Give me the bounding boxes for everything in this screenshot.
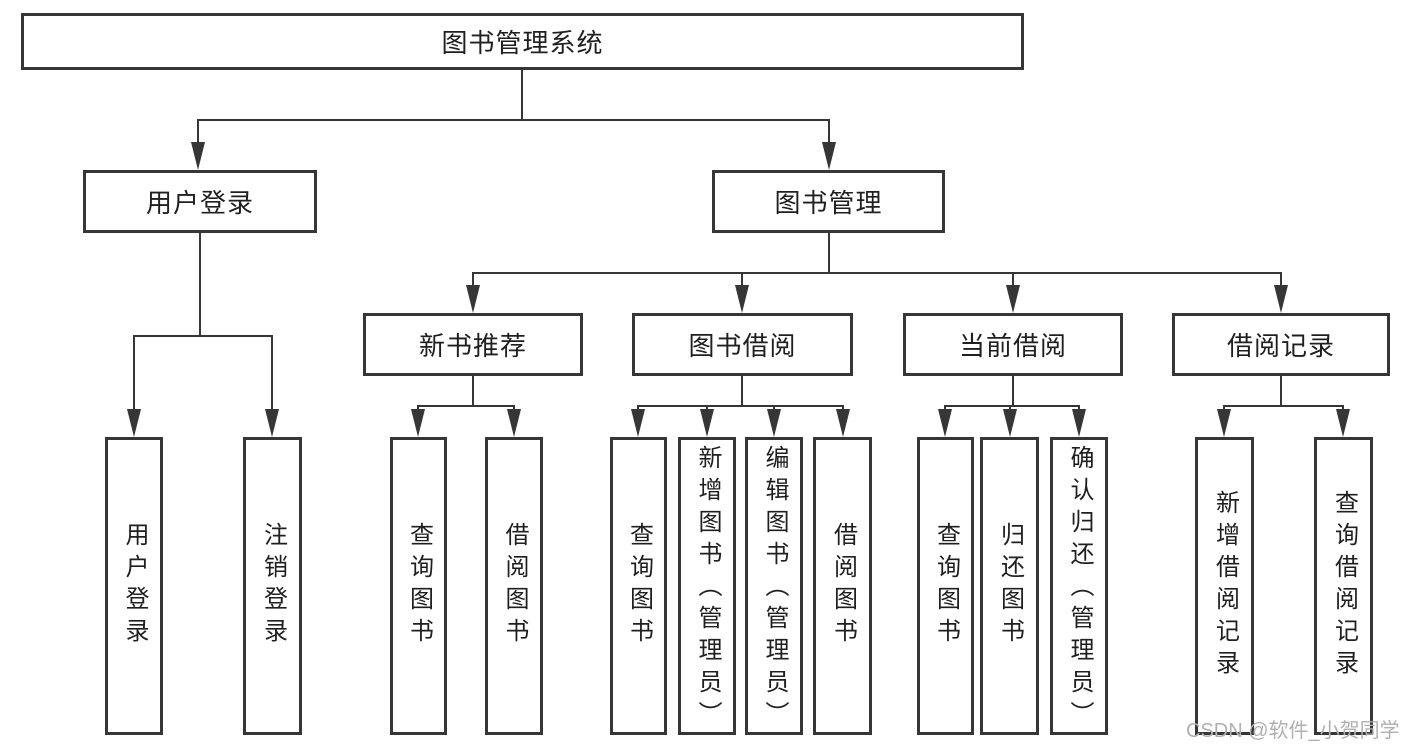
arrowhead-logout-icon [265, 409, 279, 437]
arrowhead-new-book-icon [466, 285, 480, 313]
edge-borrow-record-stub [1280, 376, 1282, 407]
node-user-login-label: 用户登录 [145, 188, 254, 218]
node-confirm-return-admin-label: 确认归还（管理员） [1066, 445, 1093, 733]
edge-borrow-record-hline [1223, 405, 1344, 407]
node-logout-leaf-label: 注销登录 [259, 522, 287, 650]
arrowhead-book-borrow-icon [735, 285, 749, 313]
arrowhead-query-record-icon [1336, 409, 1350, 437]
edge-current-borrow-drop [1012, 272, 1014, 287]
arrowhead-add-book-icon [700, 409, 714, 437]
node-root-label: 图书管理系统 [441, 28, 604, 58]
node-query-book-1-label: 查询图书 [405, 522, 433, 650]
node-add-book-admin: 新增图书（管理员） [678, 437, 736, 735]
arrowhead-edit-book-icon [767, 409, 781, 437]
arrowhead-query3-icon [938, 409, 952, 437]
node-edit-book-admin: 编辑图书（管理员） [745, 437, 803, 735]
node-return-book: 归还图书 [980, 437, 1039, 735]
edge-book-mgmt-stub [828, 233, 830, 274]
edge-user-login-stub [199, 233, 201, 337]
edge-borrow-record-drop [1280, 272, 1282, 287]
edge-level3-hline [472, 272, 1281, 274]
node-user-login-leaf: 用户登录 [105, 437, 163, 735]
node-current-borrow-label: 当前借阅 [958, 331, 1067, 361]
node-query-book-2-label: 查询图书 [625, 522, 653, 650]
node-book-borrow-label: 图书借阅 [688, 331, 797, 361]
node-borrow-book-2-label: 借阅图书 [829, 522, 857, 650]
node-add-borrow-record-label: 新增借阅记录 [1211, 490, 1239, 682]
node-query-book-3-label: 查询图书 [932, 522, 960, 650]
arrowhead-borrow1-icon [507, 409, 521, 437]
node-user-login-leaf-label: 用户登录 [121, 522, 148, 650]
node-query-book-2: 查询图书 [610, 437, 667, 735]
edge-root-stub [521, 70, 523, 121]
arrowhead-user-login-icon [191, 142, 205, 170]
arrowhead-current-borrow-icon [1006, 285, 1020, 313]
node-logout-leaf: 注销登录 [243, 437, 302, 735]
arrowhead-add-record-icon [1217, 409, 1231, 437]
edge-logout-drop [271, 335, 273, 411]
node-borrow-record-label: 借阅记录 [1226, 331, 1335, 361]
node-new-book-recommend: 新书推荐 [363, 313, 583, 376]
edge-new-book-hline [417, 405, 514, 407]
node-add-book-admin-label: 新增图书（管理员） [694, 445, 721, 733]
edge-book-mgmt-drop [828, 119, 830, 143]
node-root: 图书管理系统 [21, 13, 1024, 70]
edge-user-login-drop [197, 119, 199, 143]
node-edit-book-admin-label: 编辑图书（管理员） [761, 445, 788, 733]
arrowhead-borrow-record-icon [1274, 285, 1288, 313]
node-current-borrow: 当前借阅 [903, 313, 1123, 376]
arrowhead-user-login-leaf-icon [127, 409, 141, 437]
edge-level2-hline [197, 119, 830, 121]
csdn-watermark: CSDN @软件_小贺同学 [1186, 720, 1400, 742]
node-borrow-record: 借阅记录 [1172, 313, 1390, 376]
node-new-book-recommend-label: 新书推荐 [418, 331, 527, 361]
edge-book-borrow-hline [637, 405, 843, 407]
edge-current-borrow-stub [1012, 376, 1014, 407]
arrowhead-confirm-return-icon [1072, 409, 1086, 437]
node-borrow-book-1: 借阅图书 [485, 437, 543, 735]
edge-book-borrow-drop [741, 272, 743, 287]
edge-book-borrow-stub [741, 376, 743, 407]
arrowhead-book-mgmt-icon [822, 142, 836, 170]
node-return-book-label: 归还图书 [996, 522, 1024, 650]
edge-current-borrow-hline [944, 405, 1080, 407]
node-borrow-book-1-label: 借阅图书 [501, 522, 528, 650]
edge-user-login-leaf1-drop [133, 335, 135, 411]
node-query-borrow-record-label: 查询借阅记录 [1330, 490, 1358, 682]
arrowhead-query2-icon [631, 409, 645, 437]
edge-new-book-drop [472, 272, 474, 287]
node-query-book-3: 查询图书 [917, 437, 974, 735]
node-user-login: 用户登录 [83, 170, 317, 233]
edge-user-login-hline [133, 335, 272, 337]
arrowhead-borrow2-icon [836, 409, 850, 437]
edge-new-book-stub [472, 376, 474, 407]
arrowhead-return-book-icon [1003, 409, 1017, 437]
node-query-book-1: 查询图书 [390, 437, 447, 735]
node-book-mgmt: 图书管理 [712, 170, 945, 233]
node-borrow-book-2: 借阅图书 [813, 437, 872, 735]
node-book-mgmt-label: 图书管理 [774, 188, 883, 218]
node-add-borrow-record: 新增借阅记录 [1195, 437, 1254, 735]
node-query-borrow-record: 查询借阅记录 [1314, 437, 1373, 735]
arrowhead-query1-icon [411, 409, 425, 437]
node-book-borrow: 图书借阅 [632, 313, 853, 376]
node-confirm-return-admin: 确认归还（管理员） [1050, 437, 1108, 735]
